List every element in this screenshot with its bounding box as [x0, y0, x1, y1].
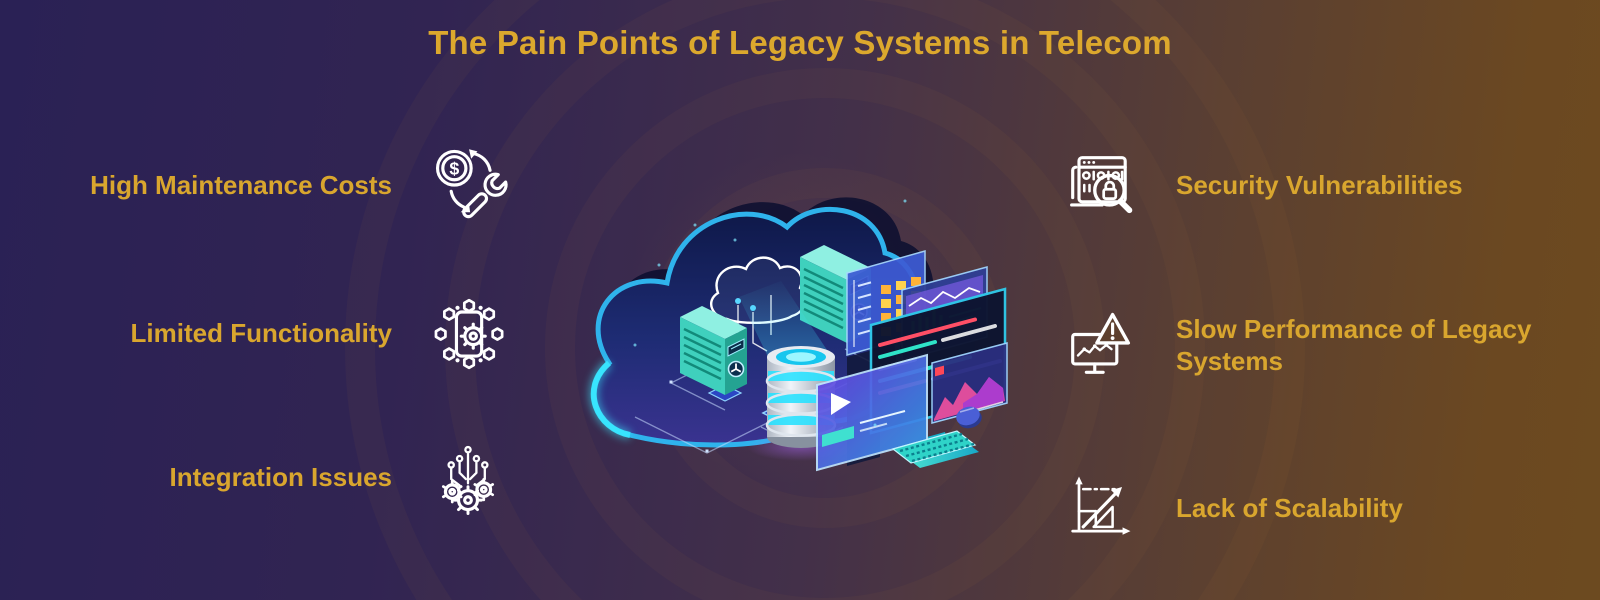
pain-point-item: Lack of Scalability — [1058, 466, 1538, 550]
integration-issues-icon — [426, 435, 510, 519]
pain-point-item: Security Vulnerabilities — [1058, 143, 1538, 227]
pain-point-label: Limited Functionality — [130, 317, 392, 348]
pain-point-label: Integration Issues — [169, 461, 393, 492]
play-icon — [831, 393, 851, 415]
security-vulnerability-icon — [1058, 143, 1142, 227]
sparkle-dots — [633, 199, 907, 427]
slow-performance-icon — [1058, 303, 1142, 387]
cloud-illustration — [588, 197, 1008, 472]
maintenance-cost-icon: $ — [426, 143, 510, 227]
pain-point-label: Lack of Scalability — [1176, 492, 1403, 523]
keyboard — [891, 430, 977, 464]
mouse — [956, 406, 982, 429]
pain-point-item: Slow Performance of Legacy Systems — [1058, 303, 1538, 387]
limited-functionality-icon — [426, 291, 510, 375]
pain-point-item: Limited Functionality — [70, 291, 510, 375]
light-beam — [739, 281, 833, 359]
pain-point-label: High Maintenance Costs — [90, 169, 392, 200]
svg-text:$: $ — [449, 159, 459, 179]
pain-point-item: High Maintenance Costs $ — [70, 143, 510, 227]
pain-point-label: Slow Performance of Legacy Systems — [1176, 313, 1532, 377]
page-title: The Pain Points of Legacy Systems in Tel… — [428, 24, 1172, 61]
server-tower-left — [680, 306, 747, 395]
pain-point-item: Integration Issues — [70, 435, 510, 519]
pain-point-label: Security Vulnerabilities — [1176, 169, 1463, 200]
lack-of-scalability-icon — [1058, 466, 1142, 550]
screen-mountains — [931, 342, 1008, 424]
